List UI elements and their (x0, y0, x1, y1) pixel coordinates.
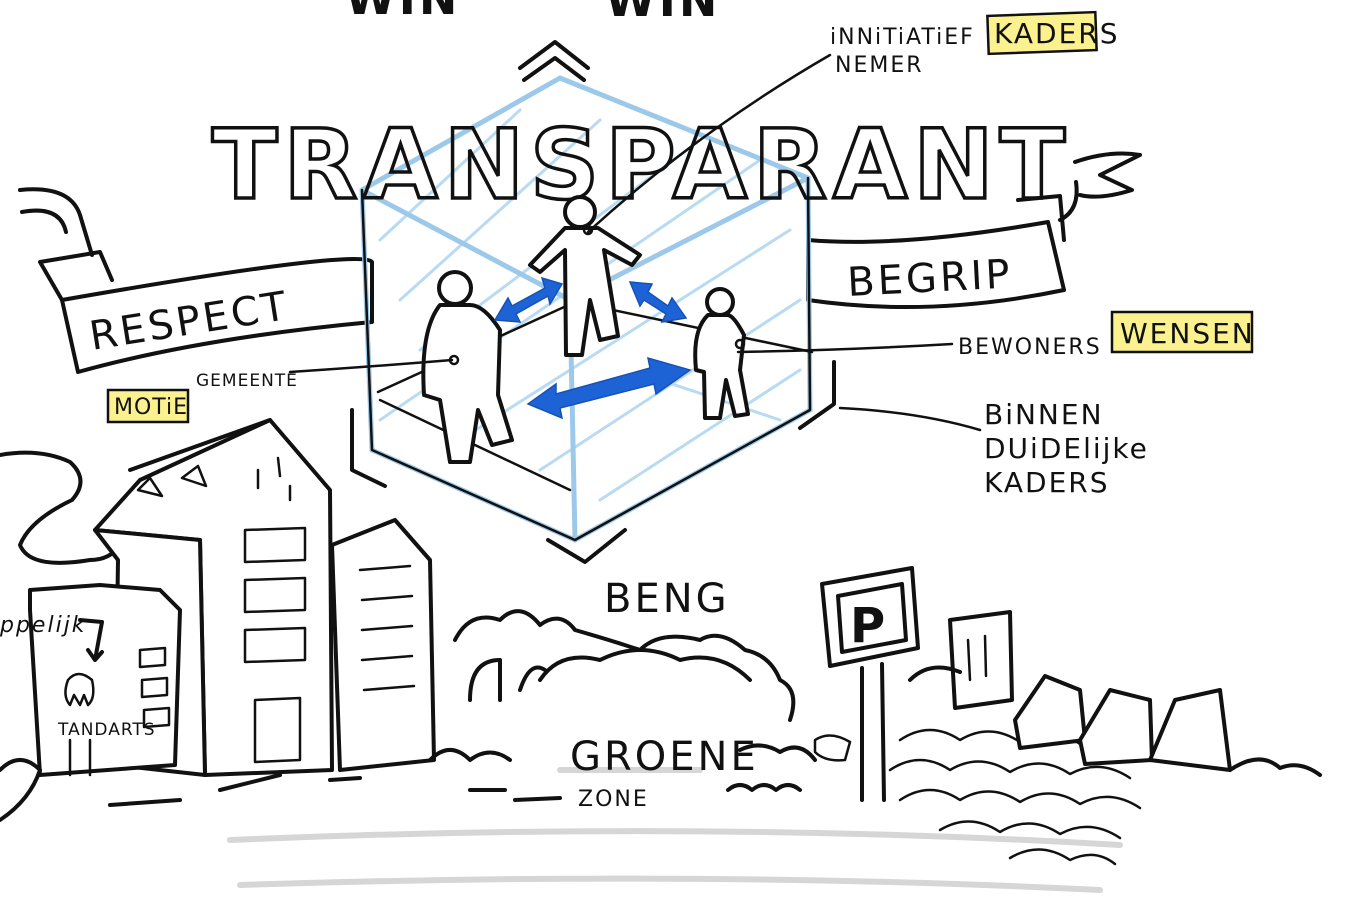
label-partial-word: ppelijk (0, 613, 87, 638)
label-beng: BENG (604, 576, 730, 622)
frame-note-line1: BiNNEN (984, 398, 1104, 431)
tag-kaders-text: KADERS (994, 17, 1120, 50)
double-arrow-bottom (528, 358, 690, 418)
person-municipality (423, 272, 512, 462)
parking-sign: P (822, 568, 918, 800)
parking-sign-letter: P (850, 598, 885, 654)
label-zone: ZONE (578, 787, 649, 812)
label-dentist: TANDARTS (57, 720, 156, 740)
banner-label-begrip: BEGRIP (846, 251, 1014, 306)
win-word-right: WIN (605, 0, 720, 27)
tag-motie-text: MOTiE (114, 395, 188, 420)
person-residents (695, 289, 748, 418)
win-word-left: WIN (345, 0, 460, 25)
label-initiator-line1: iNNiTiATiEF (830, 25, 975, 50)
green-zone: GROENE ZONE BENG (430, 576, 815, 812)
buildings-right (910, 612, 1320, 775)
tag-wensen: WENSEN (1112, 312, 1255, 352)
frame-note-line3: KADERS (984, 466, 1110, 499)
title-transparant: TRANSPARANT (212, 109, 1071, 221)
tag-kaders: KADERS (987, 12, 1119, 54)
frame-note: BiNNEN DUiDElijke KADERS (984, 398, 1149, 499)
tag-wensen-text: WENSEN (1120, 317, 1255, 350)
win-win-heading: WIN WIN (345, 0, 720, 27)
tag-motie: MOTiE (108, 390, 188, 422)
shadow-strokes (230, 770, 1120, 890)
label-initiator-line2: NEMER (835, 53, 924, 78)
label-groene: GROENE (570, 734, 759, 780)
label-municipality: GEMEENTE (196, 371, 298, 391)
frame-note-line2: DUiDElijke (984, 432, 1149, 465)
label-residents: BEWONERS (958, 335, 1102, 360)
